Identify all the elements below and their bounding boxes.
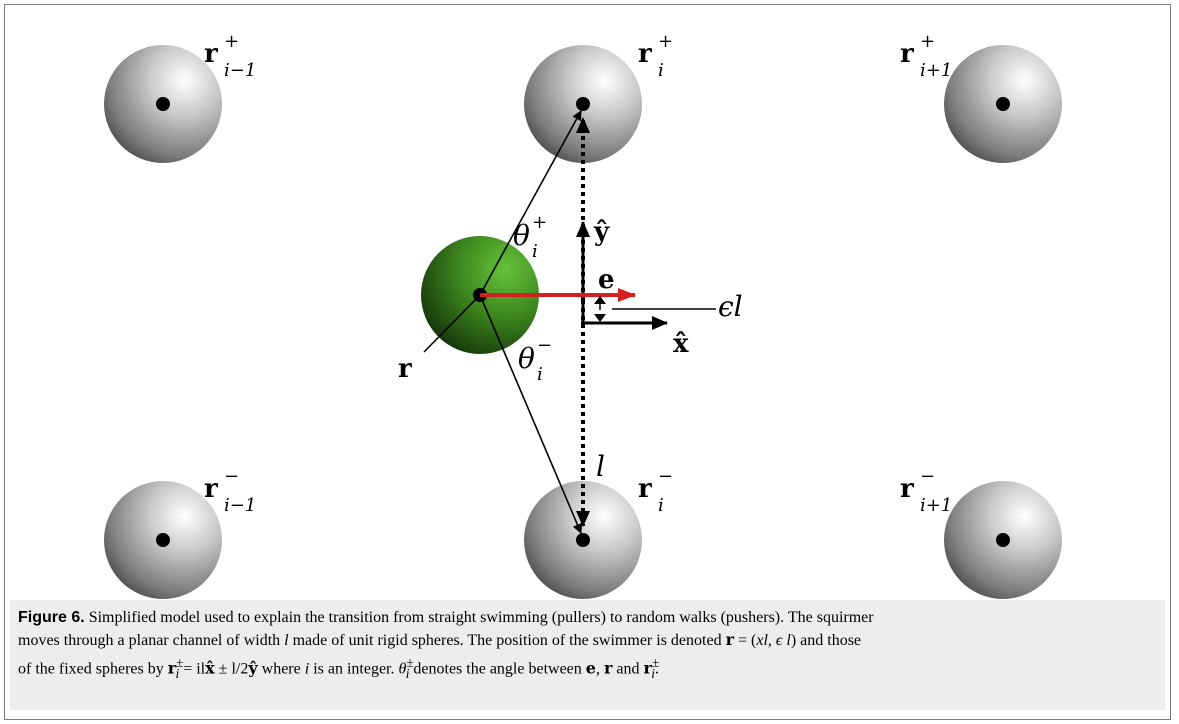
sphere-bottom-left [104,481,222,599]
label-r-ip1-plus: r + i+1 [900,31,952,81]
label-r-im1-minus: r − i−1 [204,466,256,516]
offset-arrowhead-down [594,314,606,322]
caption-r3-sub: i [651,665,655,681]
channel-diagram: r + i−1 r + i r + i+1 r − i−1 r − i r − … [104,31,1062,599]
label-r-i-plus: r + i [638,31,673,81]
svg-text:r: r [900,474,914,504]
caption-text-3c: is an integer. [309,660,399,678]
caption-background [10,600,1165,710]
caption-var-theta: θ [398,660,407,678]
caption-var-l: l [284,632,289,649]
svg-text:r: r [204,39,218,69]
label-x-unit: x̂ [673,329,689,359]
caption-var-xhat: x̂ [205,658,215,678]
caption-line-3: of the fixed spheres by r±i = ilx̂ ± l/2… [18,652,1158,685]
caption-text-2b: made of unit rigid spheres. The position… [288,632,726,649]
caption-text-2a: moves through a planar channel of width [18,632,285,649]
caption-var-r: r [725,630,735,649]
label-y-unit: ŷ [593,217,610,247]
caption-var-r2: r [603,658,613,678]
caption-text-3b: where [257,660,305,678]
svg-text:i−1: i−1 [224,495,256,516]
caption-var-r3: r [643,658,652,678]
position-vector-line [423,294,481,353]
svg-text:−: − [224,466,239,487]
svg-text:−: − [920,466,935,487]
vector-to-lower-sphere [479,294,583,534]
svg-text:+: + [658,31,673,52]
offset-arrowhead-up [594,296,606,304]
label-theta-minus: θ − i [518,335,552,385]
figure-frame [4,4,1171,720]
caption-text-pm: ± l/2 [214,660,249,678]
svg-text:θ: θ [513,219,530,252]
sphere-top-right [944,45,1062,163]
caption-sep: , [767,632,776,649]
svg-text:−: − [658,466,673,487]
caption-r3-sup: ± [651,655,660,670]
svg-text:i: i [532,241,538,262]
caption-theta-sup: ± [406,655,414,670]
caption-text-3d: denotes the angle between [409,660,586,678]
svg-text:+: + [532,212,547,233]
svg-text:r: r [638,474,652,504]
svg-text:i: i [658,495,664,516]
vector-to-upper-sphere [479,110,582,296]
label-channel-width: l [596,450,605,483]
caption-var-el: ϵ l [775,632,791,649]
caption-sub-i: i [175,665,180,681]
sphere-bottom-center [524,481,642,599]
svg-text:+: + [224,31,239,52]
svg-text:i+1: i+1 [920,60,952,81]
label-offset: ϵl [718,290,743,323]
caption-text-3a: of the fixed spheres by [18,660,168,678]
label-orientation-e: e [598,265,615,295]
svg-text:i−1: i−1 [224,60,256,81]
caption-var-xl: xl [756,632,768,649]
svg-text:i+1: i+1 [920,495,952,516]
svg-text:+: + [920,31,935,52]
label-theta-plus: θ + i [513,212,547,262]
svg-text:i: i [537,364,543,385]
caption-text-1: Simplified model used to explain the tra… [88,609,874,626]
label-r-ip1-minus: r − i+1 [900,466,952,516]
caption-var-i: i [304,660,310,678]
caption-text-3eq: = il [179,660,206,678]
caption-line-2: moves through a planar channel of width … [18,629,1158,652]
caption-var-e: e [585,658,596,678]
caption-var-yhat: ŷ [248,658,258,678]
label-r-im1-plus: r + i−1 [204,31,256,81]
caption-comma: , [595,660,604,678]
sphere-top-left [104,45,222,163]
svg-text:i: i [658,60,664,81]
caption-text-2c: ) and those [790,632,862,649]
label-r-i-minus: r − i [638,466,673,516]
sphere-top-center [524,45,642,163]
figure-label: Figure 6. [18,609,85,626]
sphere-bottom-right [944,481,1062,599]
caption-var-r-fixed: r [167,658,177,678]
svg-text:r: r [638,39,652,69]
caption-sup-pm: ± [176,655,184,670]
caption-and: and [612,660,644,678]
svg-text:θ: θ [518,342,535,375]
svg-text:r: r [900,39,914,69]
caption-theta-sub: i [405,665,410,681]
figure-caption: Figure 6. Simplified model used to expla… [18,607,1158,685]
caption-text-eq: = ( [734,632,757,649]
svg-text:r: r [204,474,218,504]
svg-text:−: − [537,335,552,356]
caption-end: . [654,660,659,678]
label-swimmer-position: r [398,354,412,384]
caption-line-1: Figure 6. Simplified model used to expla… [18,607,1158,629]
